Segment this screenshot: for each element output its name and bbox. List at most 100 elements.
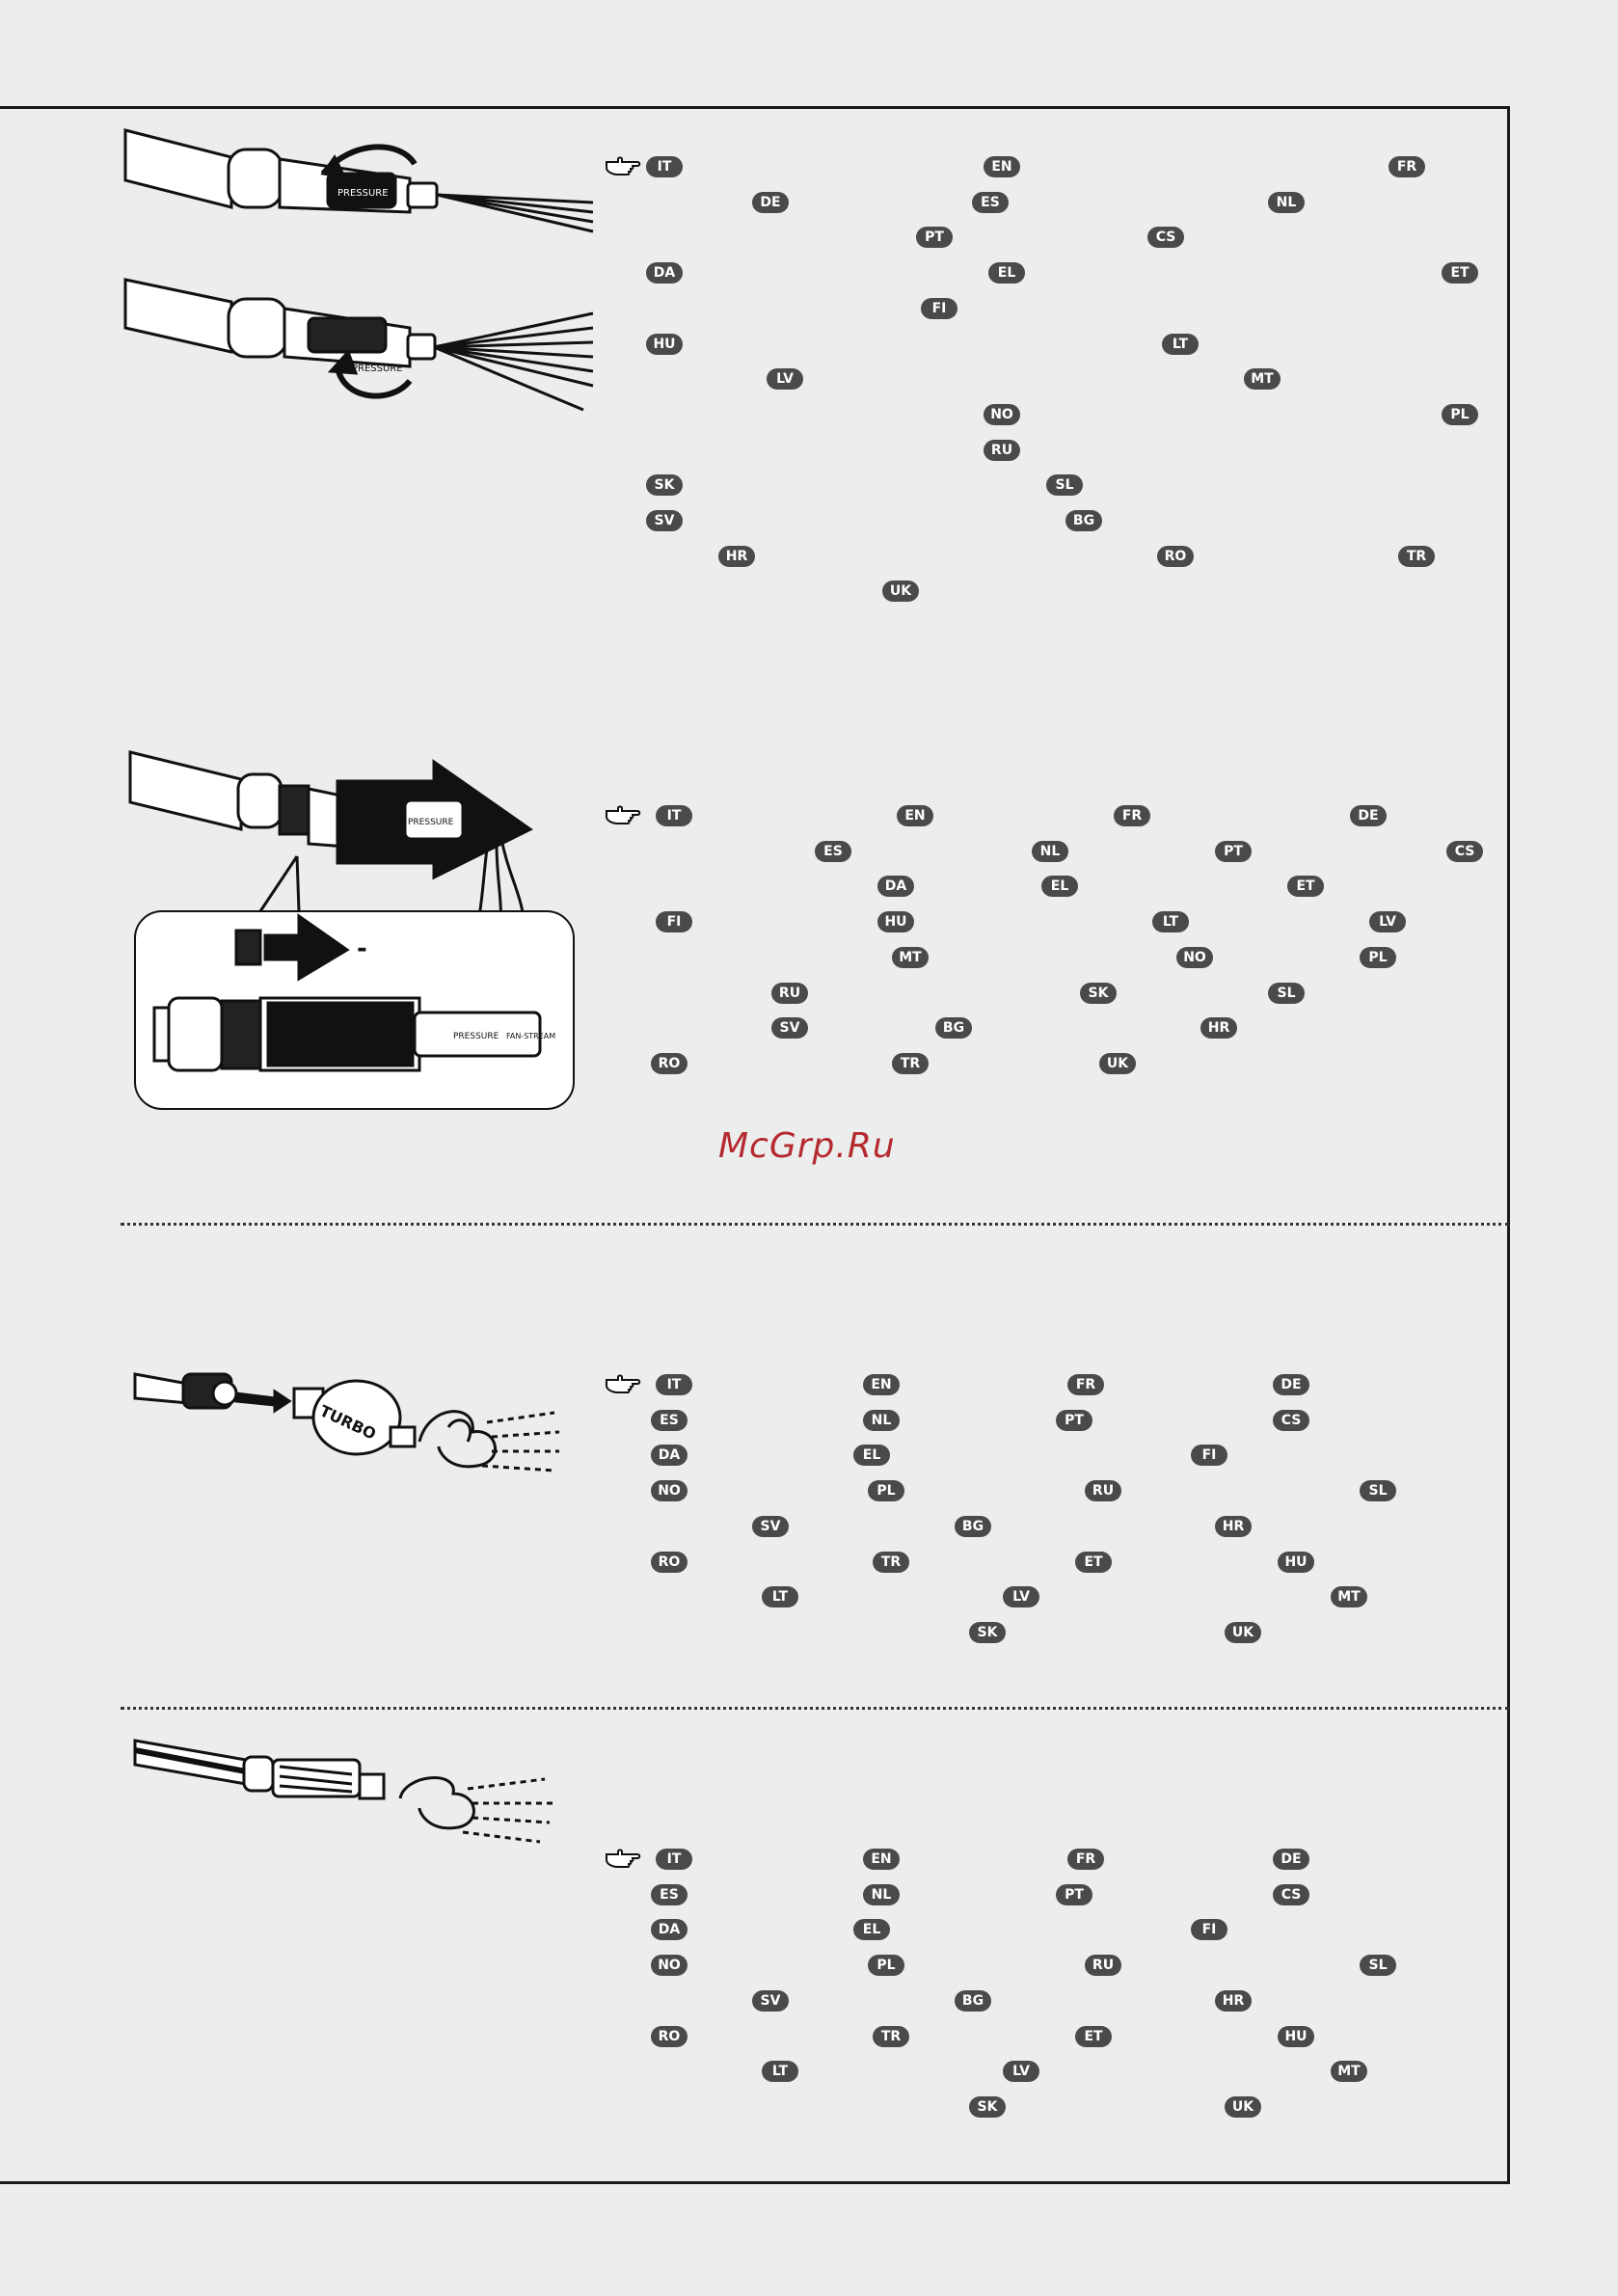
language-badge-it: IT xyxy=(656,1374,692,1395)
language-badge-hr: HR xyxy=(1215,1989,1252,2012)
language-badge-es: ES xyxy=(815,840,851,862)
language-badge-pl: PL xyxy=(868,1480,904,1502)
language-badge-sk: SK xyxy=(646,474,683,497)
language-badge-fi: FI xyxy=(656,911,692,933)
language-badge-uk: UK xyxy=(1099,1052,1136,1074)
language-badge-fr: FR xyxy=(1067,1374,1104,1395)
language-badge-pl: PL xyxy=(1360,946,1396,968)
pressure-label-4: PRESSURE xyxy=(453,1032,499,1041)
language-badge-da: DA xyxy=(646,262,683,284)
language-badge-el: EL xyxy=(1041,876,1078,898)
language-badge-sl: SL xyxy=(1046,474,1083,497)
nozzle-rotation-illustration: PRESSURE PRESSURE xyxy=(123,128,594,412)
language-badge-lv: LV xyxy=(1003,1586,1039,1608)
language-badge-bg: BG xyxy=(955,1515,991,1537)
language-badge-tr: TR xyxy=(892,1052,929,1074)
language-badge-bg: BG xyxy=(955,1989,991,2012)
inset-dash-label: - xyxy=(357,934,367,963)
language-badge-lv: LV xyxy=(1369,911,1406,933)
language-badge-lt: LT xyxy=(1152,911,1189,933)
language-badge-no: NO xyxy=(651,1955,688,1977)
language-badge-es: ES xyxy=(651,1883,688,1905)
language-badge-sk: SK xyxy=(1080,982,1117,1004)
language-badge-lt: LT xyxy=(1162,333,1199,355)
fan-stream-label: FAN-STREAM xyxy=(506,1032,555,1040)
language-badge-lv: LV xyxy=(767,368,803,391)
language-badge-uk: UK xyxy=(882,581,919,603)
language-badge-hu: HU xyxy=(646,333,683,355)
language-badge-ro: RO xyxy=(651,2025,688,2047)
language-badge-nl: NL xyxy=(863,1409,900,1431)
language-badge-pt: PT xyxy=(1056,1409,1092,1431)
pointing-hand-icon xyxy=(606,805,641,824)
pressure-label-1: PRESSURE xyxy=(337,188,389,199)
language-badge-de: DE xyxy=(1350,805,1387,826)
language-badge-mt: MT xyxy=(1244,368,1281,391)
language-badge-es: ES xyxy=(651,1409,688,1431)
language-badge-hu: HU xyxy=(1278,2025,1314,2047)
language-badge-es: ES xyxy=(972,191,1009,213)
language-badge-no: NO xyxy=(1176,946,1213,968)
section-divider-1 xyxy=(121,1223,1509,1226)
language-badge-nl: NL xyxy=(1268,191,1305,213)
language-badge-pt: PT xyxy=(916,227,953,249)
language-badge-tr: TR xyxy=(1398,545,1435,567)
language-badge-sv: SV xyxy=(752,1989,789,2012)
language-badge-de: DE xyxy=(1273,1849,1309,1870)
language-badge-lt: LT xyxy=(762,2061,798,2083)
language-badge-lv: LV xyxy=(1003,2061,1039,2083)
language-badge-pt: PT xyxy=(1215,840,1252,862)
pressure-label-3: PRESSURE xyxy=(408,818,454,827)
language-badge-da: DA xyxy=(877,876,914,898)
language-badge-uk: UK xyxy=(1225,1621,1261,1643)
watermark-text: McGrp.Ru xyxy=(718,1126,896,1166)
language-badge-fr: FR xyxy=(1067,1849,1104,1870)
language-badge-fr: FR xyxy=(1389,156,1425,177)
language-badge-it: IT xyxy=(656,1849,692,1870)
language-badge-et: ET xyxy=(1287,876,1324,898)
language-badge-sl: SL xyxy=(1360,1955,1396,1977)
language-badge-en: EN xyxy=(863,1374,900,1395)
language-badge-ro: RO xyxy=(651,1551,688,1573)
pressure-label-2: PRESSURE xyxy=(352,364,403,374)
language-badge-el: EL xyxy=(988,262,1025,284)
language-badge-hr: HR xyxy=(1215,1515,1252,1537)
language-badge-cs: CS xyxy=(1147,227,1184,249)
language-badge-sk: SK xyxy=(969,2095,1006,2118)
language-badge-sk: SK xyxy=(969,1621,1006,1643)
language-badge-et: ET xyxy=(1075,1551,1112,1573)
language-badge-fr: FR xyxy=(1114,805,1150,826)
pointing-hand-icon xyxy=(606,1849,641,1868)
language-badge-de: DE xyxy=(1273,1374,1309,1395)
language-badge-nl: NL xyxy=(863,1883,900,1905)
language-badge-ru: RU xyxy=(771,982,808,1004)
language-badge-cs: CS xyxy=(1273,1409,1309,1431)
language-badge-hr: HR xyxy=(1200,1017,1237,1040)
language-badge-sv: SV xyxy=(771,1017,808,1040)
language-badge-sv: SV xyxy=(752,1515,789,1537)
language-badge-ru: RU xyxy=(1085,1955,1121,1977)
language-badge-sv: SV xyxy=(646,510,683,531)
language-badge-no: NO xyxy=(984,403,1020,425)
language-badge-cs: CS xyxy=(1273,1883,1309,1905)
language-badge-fi: FI xyxy=(921,297,957,319)
language-badge-mt: MT xyxy=(1331,1586,1367,1608)
language-badge-fi: FI xyxy=(1191,1919,1227,1941)
language-badge-uk: UK xyxy=(1225,2095,1261,2118)
language-badge-pl: PL xyxy=(1442,403,1478,425)
language-badge-en: EN xyxy=(984,156,1020,177)
language-badge-hu: HU xyxy=(1278,1551,1314,1573)
language-badge-tr: TR xyxy=(873,2025,909,2047)
language-badge-mt: MT xyxy=(892,946,929,968)
language-badge-ro: RO xyxy=(1157,545,1194,567)
language-badge-da: DA xyxy=(651,1445,688,1467)
lance-turbo-illustration xyxy=(133,1739,554,1844)
language-badge-bg: BG xyxy=(935,1017,972,1040)
language-badge-it: IT xyxy=(656,805,692,826)
language-badge-en: EN xyxy=(897,805,933,826)
language-badge-pl: PL xyxy=(868,1955,904,1977)
language-badge-sl: SL xyxy=(1360,1480,1396,1502)
nozzle-push-illustration: PRESSURE - PRESSURE FAN-STREAM xyxy=(128,750,575,1110)
language-badge-et: ET xyxy=(1442,262,1478,284)
language-badge-cs: CS xyxy=(1446,840,1483,862)
